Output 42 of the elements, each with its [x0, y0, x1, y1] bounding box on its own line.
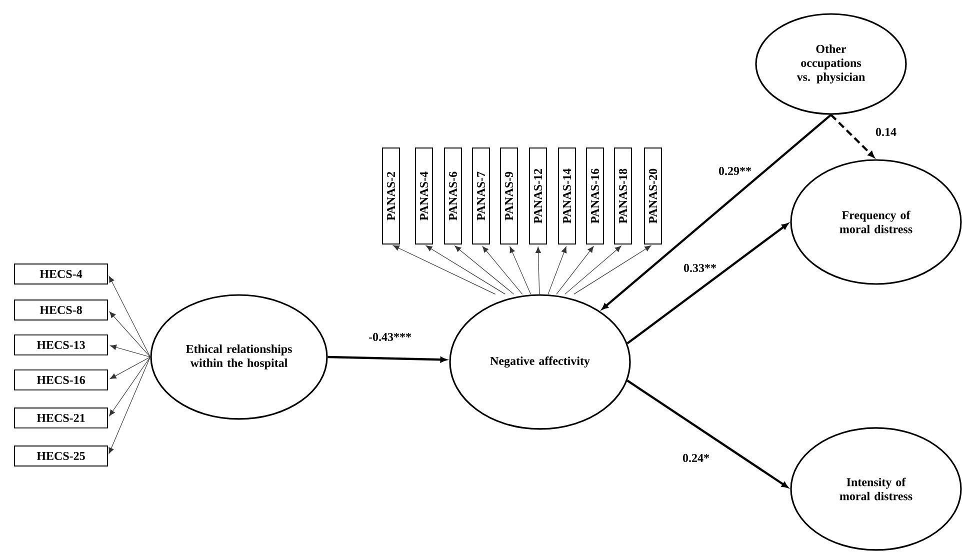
edge-label: -0.43*** — [368, 332, 412, 342]
arrow — [510, 246, 531, 294]
indicator-box: HECS-8 — [14, 300, 108, 320]
edge-label: 0.29** — [718, 166, 752, 176]
arrow — [556, 246, 594, 294]
indicator-box: PANAS-9 — [500, 148, 518, 244]
arrow — [393, 245, 496, 294]
indicator-box: HECS-16 — [14, 370, 108, 390]
arrow — [109, 312, 151, 358]
indicator-box: PANAS-4 — [415, 148, 433, 244]
indicator-box: HECS-21 — [14, 408, 108, 428]
arrow — [328, 356, 447, 362]
indicator-box: PANAS-20 — [644, 148, 662, 244]
arrow — [110, 344, 151, 358]
arrow — [108, 356, 151, 454]
arrow — [110, 356, 151, 380]
arrow — [626, 380, 788, 488]
arrow — [108, 276, 151, 358]
edge-label: 0.14 — [874, 126, 898, 138]
arrow — [548, 246, 567, 294]
arrow — [109, 356, 151, 416]
arrow — [564, 246, 622, 294]
arrow — [830, 114, 874, 158]
arrow — [482, 246, 523, 294]
arrow — [574, 246, 652, 294]
indicator-box: PANAS-2 — [382, 148, 400, 244]
indicator-box: PANAS-18 — [614, 148, 632, 244]
arrow — [602, 114, 832, 310]
indicator-box: HECS-4 — [14, 264, 108, 284]
indicator-box: PANAS-7 — [472, 148, 490, 244]
indicator-box: PANAS-16 — [586, 148, 604, 244]
edge-label: 0.24* — [682, 452, 710, 464]
edge-label: 0.33** — [682, 262, 718, 274]
indicator-box: PANAS-12 — [529, 148, 547, 244]
indicator-box: PANAS-6 — [444, 148, 462, 244]
indicator-box: PANAS-14 — [558, 148, 576, 244]
arrow — [454, 246, 514, 294]
arrow — [426, 246, 506, 294]
arrow — [536, 246, 541, 294]
arrow — [626, 223, 788, 344]
indicator-box: HECS-13 — [14, 334, 108, 356]
indicator-box: HECS-25 — [14, 446, 108, 466]
